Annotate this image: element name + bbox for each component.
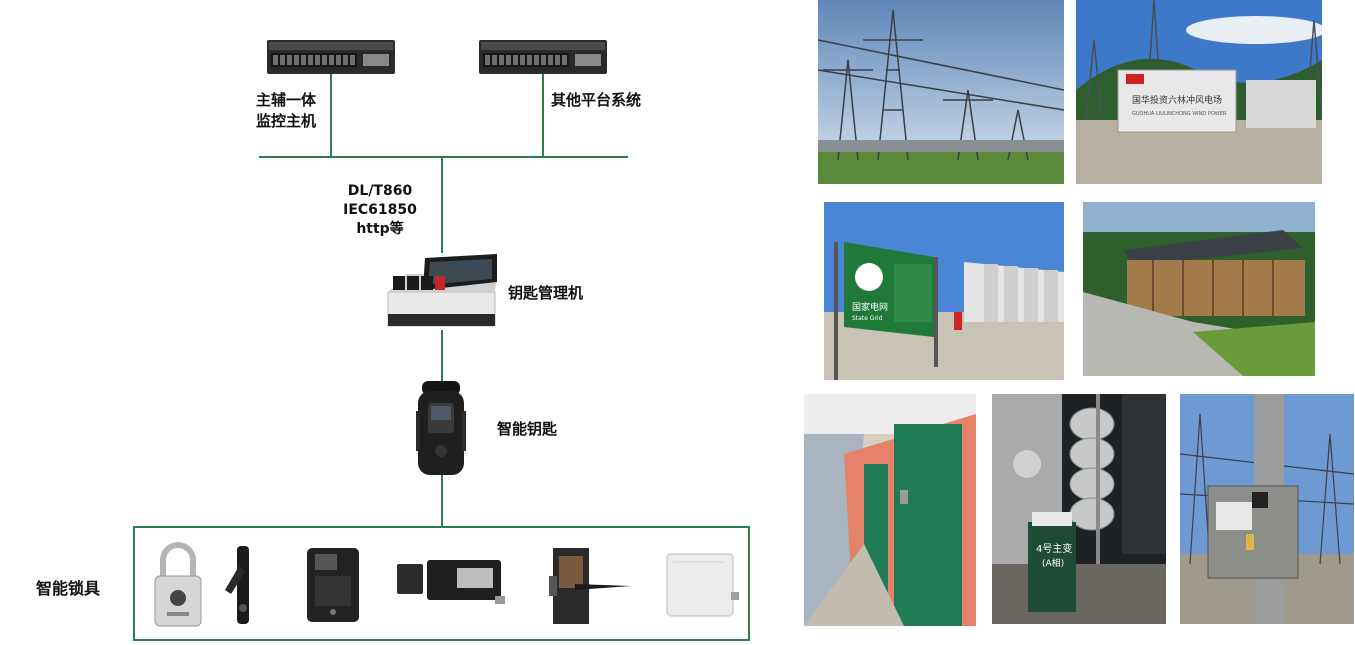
cabinet-handle-lock-icon: [225, 546, 249, 624]
monitor-host-label: 主辅一体 监控主机: [256, 91, 317, 130]
monitor-host-server-icon: [267, 40, 395, 74]
smart-locks-group: [133, 526, 750, 641]
padlock-icon: [154, 542, 202, 627]
transformer-tag-text: 4号主变: [1036, 542, 1072, 555]
state-grid-sign-photo: 国家电网 State Grid: [824, 202, 1064, 380]
wind-power-site-photo: 国华投资六林冲风电场 GUOHUA LIULINCHONG WIND POWER: [1076, 0, 1322, 184]
wooden-cabin-photo: [1083, 202, 1315, 376]
state-grid-panel-text: 国家电网: [852, 301, 888, 313]
key-to-locks-line: [441, 475, 443, 527]
smart-key-device-icon: [416, 381, 466, 475]
protocol-item: http等: [356, 221, 404, 237]
transformer-tag-text-2: (A相): [1042, 557, 1064, 569]
other-platform-label: 其他平台系统: [551, 91, 642, 109]
protocol-list: DL/T860 IEC61850 http等: [325, 182, 435, 239]
transformer-photo: 4号主变 (A相): [992, 394, 1166, 624]
server1-drop-line: [330, 74, 332, 157]
protocol-item: IEC61850: [343, 202, 417, 218]
state-grid-panel-text-en: State Grid: [852, 315, 883, 322]
smart-key-label: 智能钥匙: [497, 420, 558, 438]
pole-box-photo: [1180, 394, 1354, 624]
substation-photo-1: [818, 0, 1064, 184]
key-manager-device-icon: [387, 254, 497, 327]
wind-site-sign-text: 国华投资六林冲风电场: [1132, 94, 1222, 106]
box-lock-icon: [666, 553, 739, 617]
panel-lock-icon: [307, 548, 359, 622]
bus-to-manager-line: [441, 157, 443, 253]
bus-line: [259, 156, 628, 158]
door-lock-icon: [397, 560, 505, 604]
corridor-doors-photo: [804, 394, 976, 626]
smart-locks-label: 智能锁具: [36, 579, 101, 598]
server2-drop-line: [542, 74, 544, 157]
protocol-item: DL/T860: [347, 183, 413, 199]
wind-site-sign-text-en: GUOHUA LIULINCHONG WIND POWER: [1132, 111, 1227, 117]
bolt-lock-icon: [549, 548, 631, 624]
key-manager-label: 钥匙管理机: [508, 284, 584, 302]
manager-to-key-line: [441, 330, 443, 382]
other-platform-server-icon: [479, 40, 607, 74]
